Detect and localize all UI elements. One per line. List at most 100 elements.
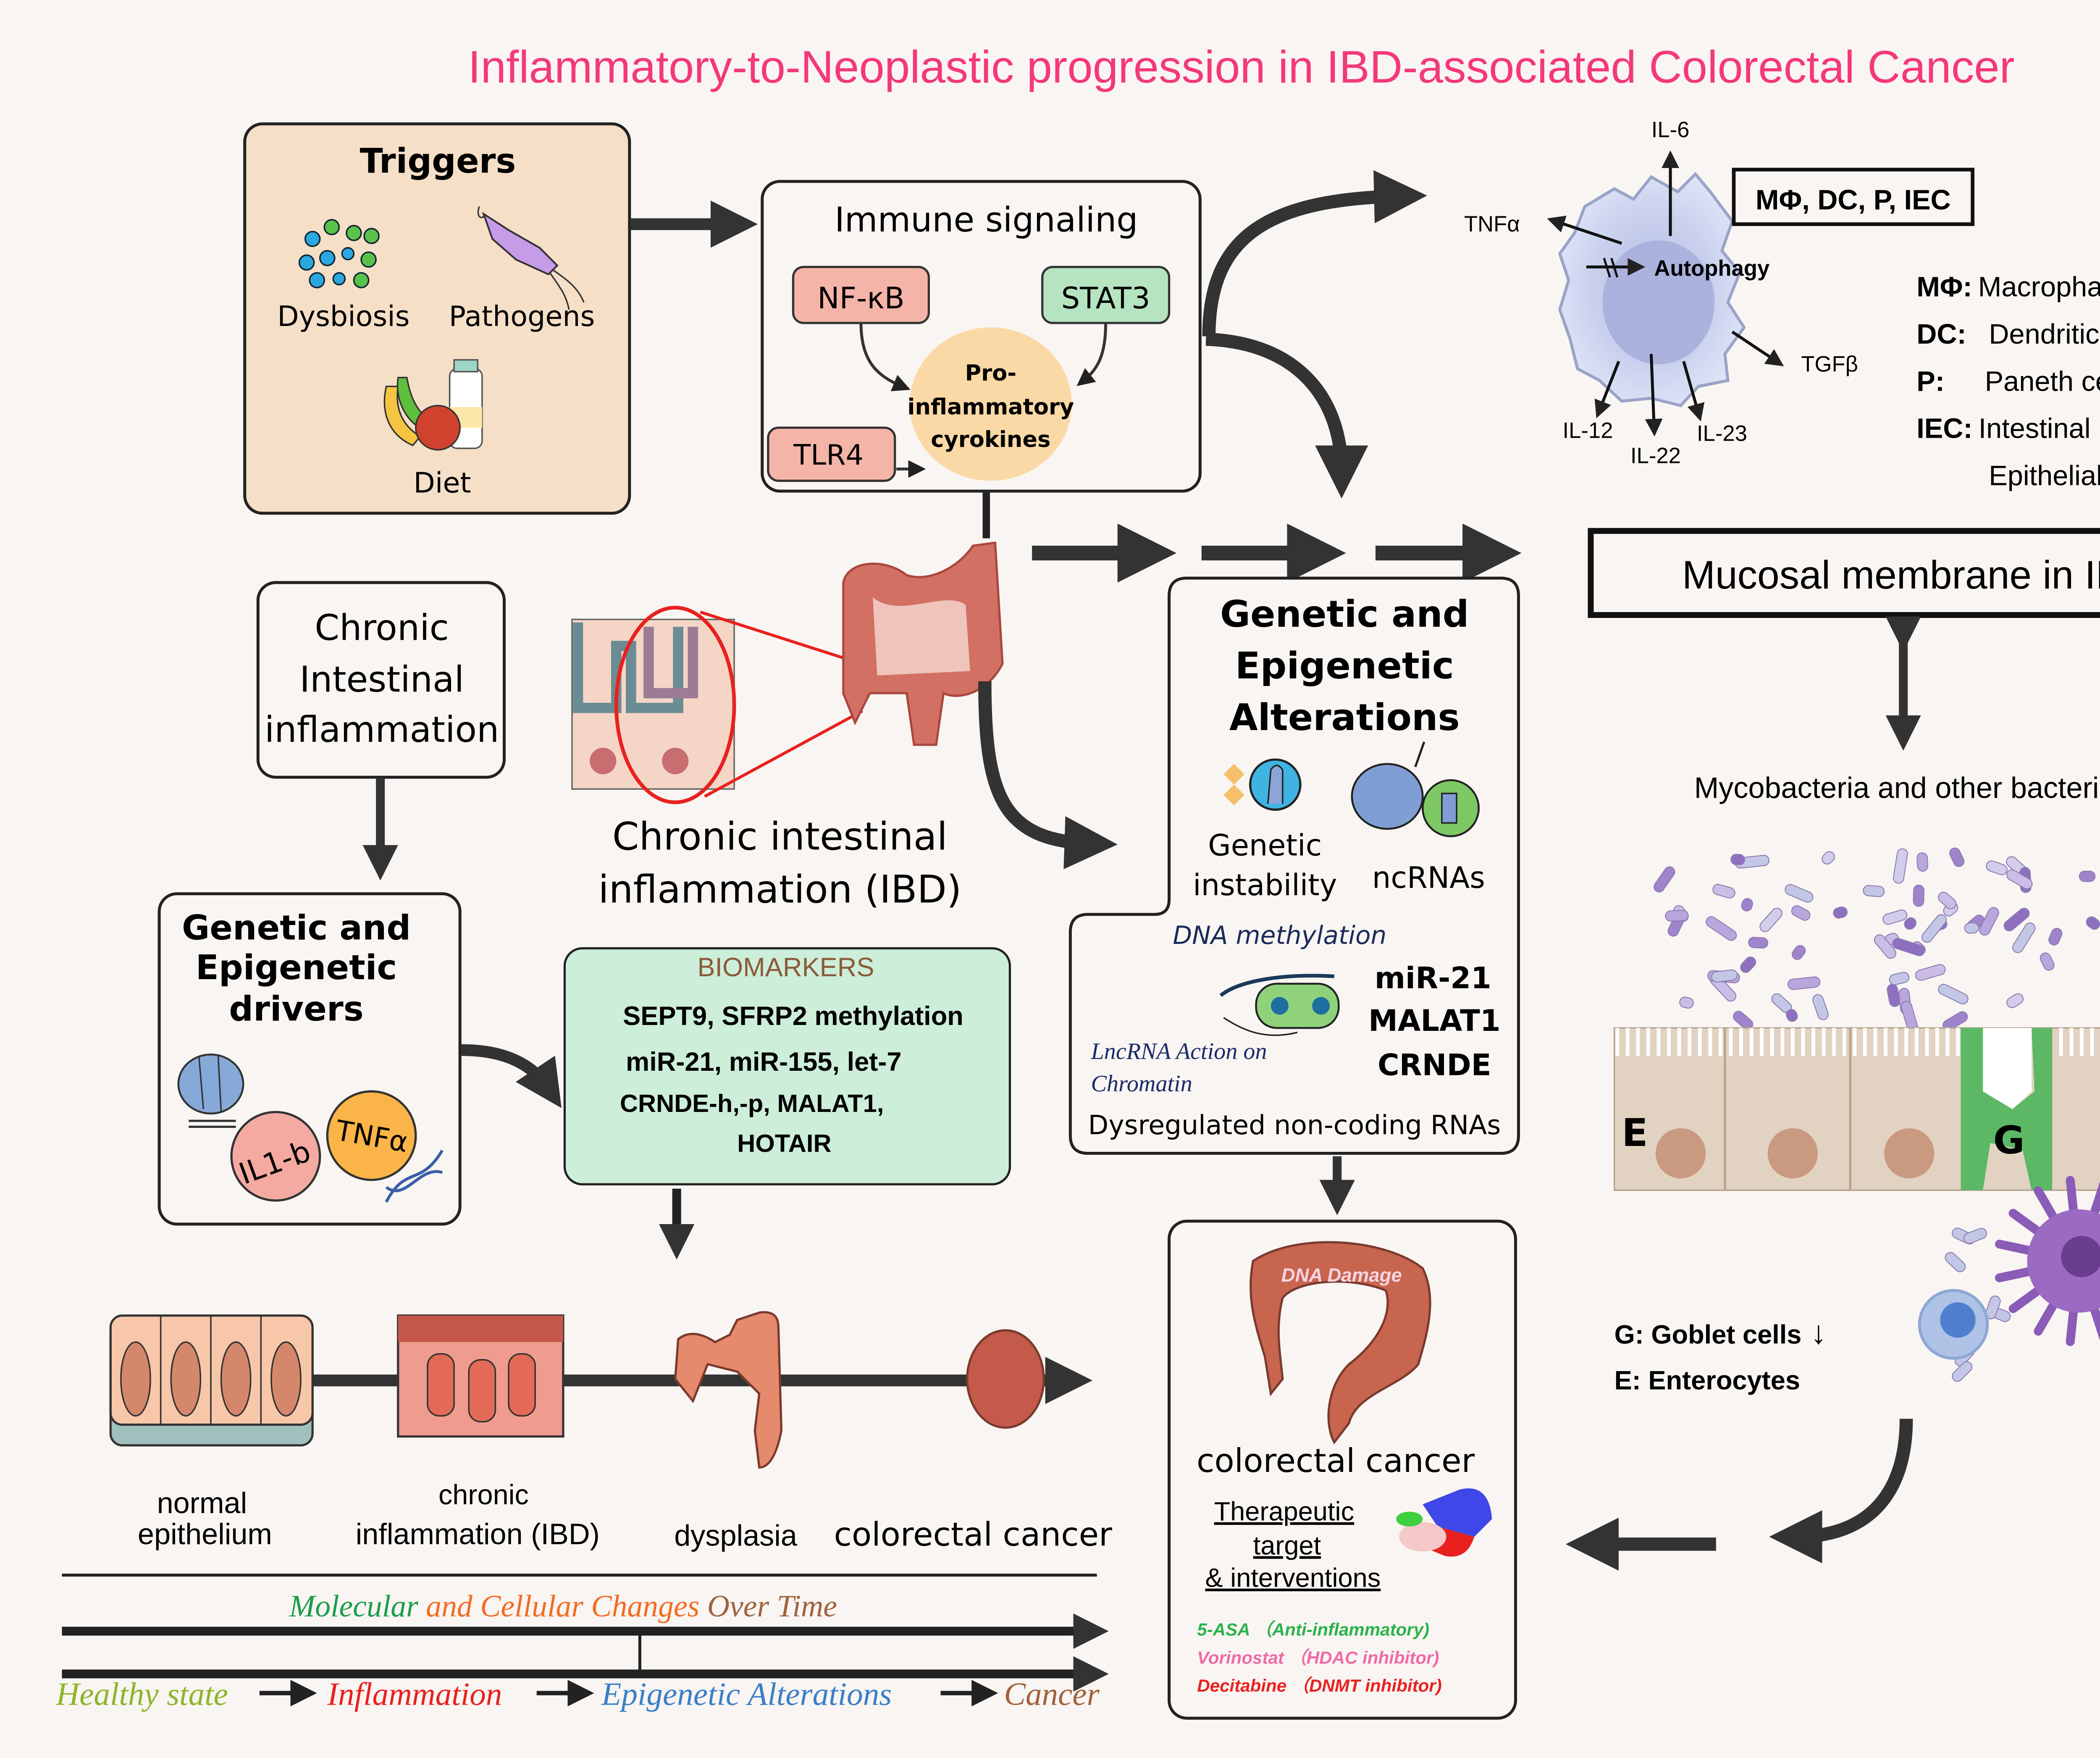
arrow-il23 <box>1682 361 1705 422</box>
legend-item: MΦ:Macrophages <box>1916 272 2100 303</box>
cytokines-label-2: inflammatory <box>907 394 1074 420</box>
bacterium <box>1863 885 1885 897</box>
ncrnas-label: ncRNAs <box>1372 861 1485 895</box>
arrow-drivers-to-biomarkers <box>461 1044 562 1108</box>
arrow-tnfa <box>1547 215 1622 245</box>
bacterium <box>1938 891 1957 909</box>
bacterium <box>1986 860 2008 875</box>
cytokine-il12: IL-12 <box>1563 418 1613 443</box>
immune-title: Immune signaling <box>835 200 1138 240</box>
page-title: Inflammatory-to-Neoplastic progression i… <box>468 42 2015 93</box>
bacterium <box>1904 917 1917 930</box>
enterocyte-nucleus <box>1767 1128 1818 1179</box>
bacterium <box>1712 884 1735 899</box>
bacterium <box>1915 964 1946 981</box>
arrow-immune-to-cell <box>1202 170 1427 336</box>
diet-icon <box>383 359 483 451</box>
bacterium <box>1730 854 1746 865</box>
biomarker-line: CRNDE-h,-p, MALAT1, <box>620 1089 884 1117</box>
bacterium <box>1786 1009 1798 1022</box>
lncrna-line-2: Chromatin <box>1091 1071 1192 1097</box>
genetic-instability-icon <box>1223 758 1302 811</box>
biomarker-line: miR-21, miR-155, let-7 <box>626 1047 901 1077</box>
chronic-box-line-2: Intestinal <box>299 659 464 700</box>
bacterium <box>2086 916 2100 930</box>
drivers-line-3: drivers <box>229 990 364 1029</box>
cytokine-tgfb: TGFβ <box>1801 352 1858 377</box>
immune-cell-illustration: Autophagy <box>1558 172 1769 407</box>
immune-signaling-box: Immune signaling NF-κB STAT3 Pro- inflam… <box>761 180 1202 493</box>
bacteria-cluster <box>1654 847 2100 1382</box>
arrow-tgfb <box>1731 331 1784 366</box>
colon-illustration <box>842 541 1004 746</box>
stage-normal-epithelium <box>109 1314 314 1447</box>
arrow-mucosa-curve <box>1769 1419 1913 1564</box>
stage-label: epithelium <box>138 1517 272 1550</box>
timeline-state-healthy: Healthy state <box>55 1676 228 1712</box>
bacterium <box>1979 907 1999 936</box>
therapeutic-line-3: & interventions <box>1205 1564 1381 1593</box>
drug-vorinostat: Vorinostat （HDAC inhibitor) <box>1197 1648 1439 1667</box>
biomarker-line: HOTAIR <box>737 1129 831 1157</box>
autophagy-label: Autophagy <box>1654 256 1769 281</box>
cell-legend: MΦ:Macrophages DC: Dendritic cells P: Pa… <box>1916 272 2100 491</box>
bacterium <box>1893 848 1908 884</box>
stage-label: chronic <box>438 1479 529 1511</box>
label-G: G <box>1993 1118 2025 1163</box>
triggers-box: Triggers Dysbiosis Pathogens <box>243 122 631 515</box>
mucosal-title: Mucosal membrane in IBD <box>1682 553 2100 597</box>
tlr4-label: TLR4 <box>793 439 864 471</box>
legend-enterocyte: E: Enterocytes <box>1614 1366 1800 1395</box>
legend-item: DC: Dendritic cells <box>1916 319 2100 350</box>
stage-label: normal <box>157 1486 247 1519</box>
triggers-title: Triggers <box>360 142 516 181</box>
crc-box <box>1168 1219 1517 1720</box>
drivers-line-1: Genetic and <box>182 908 411 948</box>
cell-types-box <box>1732 168 1975 226</box>
bacterium <box>2003 908 2030 932</box>
stage-label: inflammation (IBD) <box>356 1517 600 1550</box>
bacterium <box>1949 847 1965 867</box>
bacterium <box>1792 945 1806 960</box>
arrow-stat3-to-cytokines <box>1076 323 1108 386</box>
tlr4-node <box>767 426 896 482</box>
stage-colorectal-cancer <box>966 1329 1045 1429</box>
crc-title: colorectal cancer <box>1197 1442 1475 1480</box>
bacterium <box>1874 934 1897 959</box>
timeline-state-cancer: Cancer <box>1004 1676 1100 1712</box>
alterations-line-3: Alterations <box>1229 696 1460 739</box>
bacterium <box>1711 969 1738 983</box>
therapeutic-line-1: Therapeutic <box>1214 1497 1354 1527</box>
biomarkers-box <box>563 947 1011 1185</box>
chronic-box-line-1: Chronic <box>315 607 449 649</box>
bacterium <box>1889 972 1910 985</box>
bacterium <box>2006 869 2033 890</box>
arrow-il22 <box>1645 354 1663 437</box>
bacterium <box>1759 907 1783 932</box>
bacterium <box>1963 1228 1987 1244</box>
bacterium <box>1892 938 1925 957</box>
bacterium <box>1654 866 1675 893</box>
rna-crnde: CRNDE <box>1378 1048 1491 1082</box>
bacterium <box>1833 907 1848 919</box>
bacterium <box>1706 916 1737 941</box>
dna-methylation-label: DNA methylation <box>1173 921 1386 950</box>
bacterium <box>1812 994 1829 1020</box>
stage-label: colorectal cancer <box>834 1516 1113 1553</box>
bacterium <box>1938 983 1969 1004</box>
nfkb-label: NF-κB <box>817 281 905 315</box>
trigger-diet: Diet <box>414 467 471 499</box>
cytokine-il22: IL-22 <box>1630 443 1681 468</box>
chronic-inflammation-box <box>256 581 506 779</box>
cytokine-il6: IL-6 <box>1651 118 1690 142</box>
cytokines-node <box>909 327 1072 481</box>
pathogen-icon <box>477 206 585 310</box>
drug-5asa: 5-ASA （Anti-inflammatory) <box>1197 1620 1429 1640</box>
dysbiosis-icon <box>298 219 380 289</box>
cytokine-il23: IL-23 <box>1697 421 1747 446</box>
timeline-header: Molecular and Cellular Changes Over Time <box>289 1589 837 1623</box>
il1b-node <box>230 1111 321 1202</box>
enterocyte-nucleus <box>1884 1128 1935 1179</box>
cytokines-label-3: cyrokines <box>931 427 1050 452</box>
